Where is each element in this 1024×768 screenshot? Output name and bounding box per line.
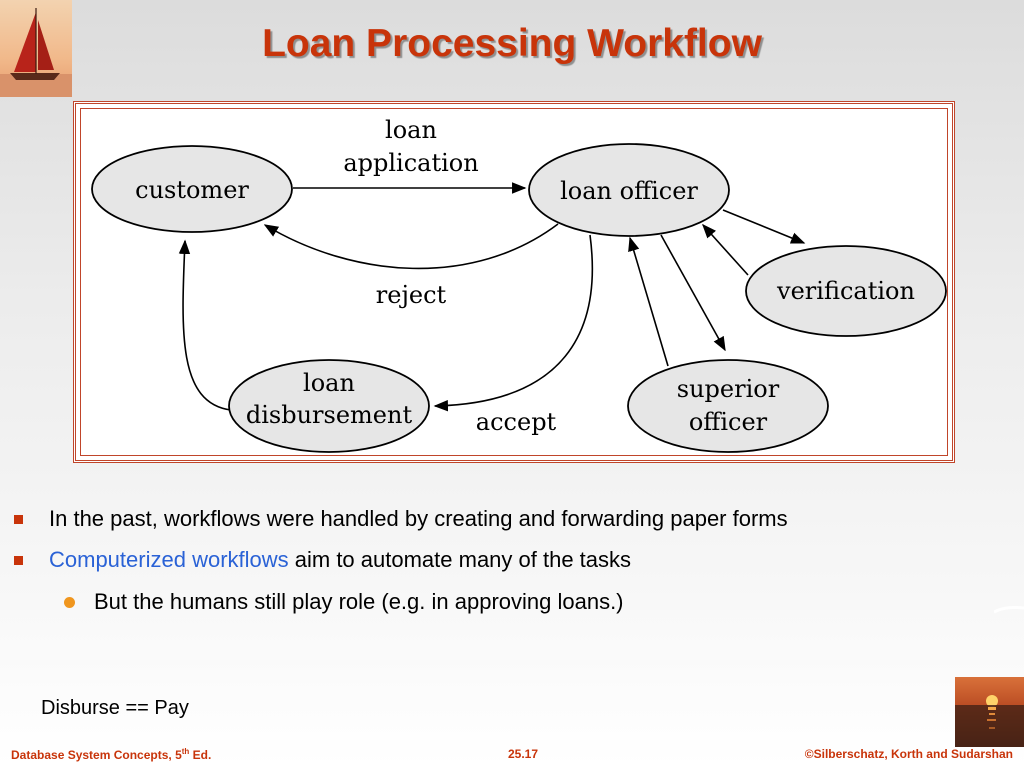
node-loan-disbursement-label-line1: loan bbox=[303, 369, 355, 397]
bullet-highlight-text: Computerized workflows bbox=[49, 547, 289, 572]
bullet-dot-icon bbox=[64, 597, 75, 608]
node-loan-officer: loan officer bbox=[528, 143, 730, 237]
edge-verification-to-loan-officer bbox=[702, 223, 749, 276]
bullet-item: Computerized workflows aim to automate m… bbox=[49, 547, 631, 573]
bullet-text: aim to automate many of the tasks bbox=[288, 547, 632, 572]
node-superior-officer-label-line1: superior bbox=[677, 375, 780, 403]
edge-label-loan-application-line1: loan bbox=[385, 116, 437, 144]
node-loan-disbursement: loan disbursement bbox=[228, 359, 430, 453]
footer-page-number: 25.17 bbox=[508, 747, 539, 761]
footer-left-suffix: Ed. bbox=[189, 748, 212, 762]
decorative-swoosh bbox=[994, 606, 1024, 614]
sunset-image bbox=[955, 677, 1024, 747]
footer-left-sup: th bbox=[181, 747, 190, 756]
edge-label-loan-application-line2: application bbox=[343, 149, 478, 177]
workflow-diagram: customer loan officer verification loan … bbox=[91, 116, 947, 453]
node-customer: customer bbox=[91, 145, 293, 233]
edge-label-accept: accept bbox=[476, 408, 557, 436]
bullet-text: But the humans still play role (e.g. in … bbox=[94, 589, 624, 614]
footer-copyright: ©Silberschatz, Korth and Sudarshan bbox=[804, 747, 1013, 761]
edge-disbursement-to-customer bbox=[178, 239, 232, 411]
footer-left: Database System Concepts, 5th Ed. bbox=[11, 747, 211, 762]
node-verification-label: verification bbox=[776, 277, 915, 305]
node-verification: verification bbox=[745, 245, 947, 337]
workflow-diagram-inner-border bbox=[80, 108, 948, 456]
page-title: Loan Processing Workflow bbox=[262, 22, 762, 65]
node-loan-disbursement-label-line2: disbursement bbox=[246, 401, 413, 429]
workflow-diagram-frame: customer loan officer verification loan … bbox=[73, 101, 955, 463]
edge-loan-officer-to-verification bbox=[722, 209, 806, 244]
node-customer-label: customer bbox=[135, 176, 249, 204]
sub-bullet-item: But the humans still play role (e.g. in … bbox=[94, 589, 624, 615]
node-superior-officer: superior officer bbox=[627, 359, 829, 453]
node-superior-officer-label-line2: officer bbox=[689, 408, 768, 436]
edge-accept bbox=[433, 234, 594, 412]
bullet-square-icon bbox=[14, 556, 23, 565]
bullet-square-icon bbox=[14, 515, 23, 524]
edge-reject bbox=[263, 223, 559, 270]
footer-left-text: Database System Concepts, 5 bbox=[11, 748, 182, 762]
note-text: Disburse == Pay bbox=[41, 697, 189, 719]
edge-superior-to-loan-officer bbox=[628, 236, 669, 367]
bullet-text: In the past, workflows were handled by c… bbox=[49, 506, 788, 531]
bullet-item: In the past, workflows were handled by c… bbox=[49, 506, 788, 532]
node-loan-officer-label: loan officer bbox=[560, 177, 698, 205]
edge-loan-officer-to-superior bbox=[660, 234, 726, 352]
edge-label-reject: reject bbox=[376, 281, 447, 309]
sailboat-logo bbox=[0, 0, 72, 97]
